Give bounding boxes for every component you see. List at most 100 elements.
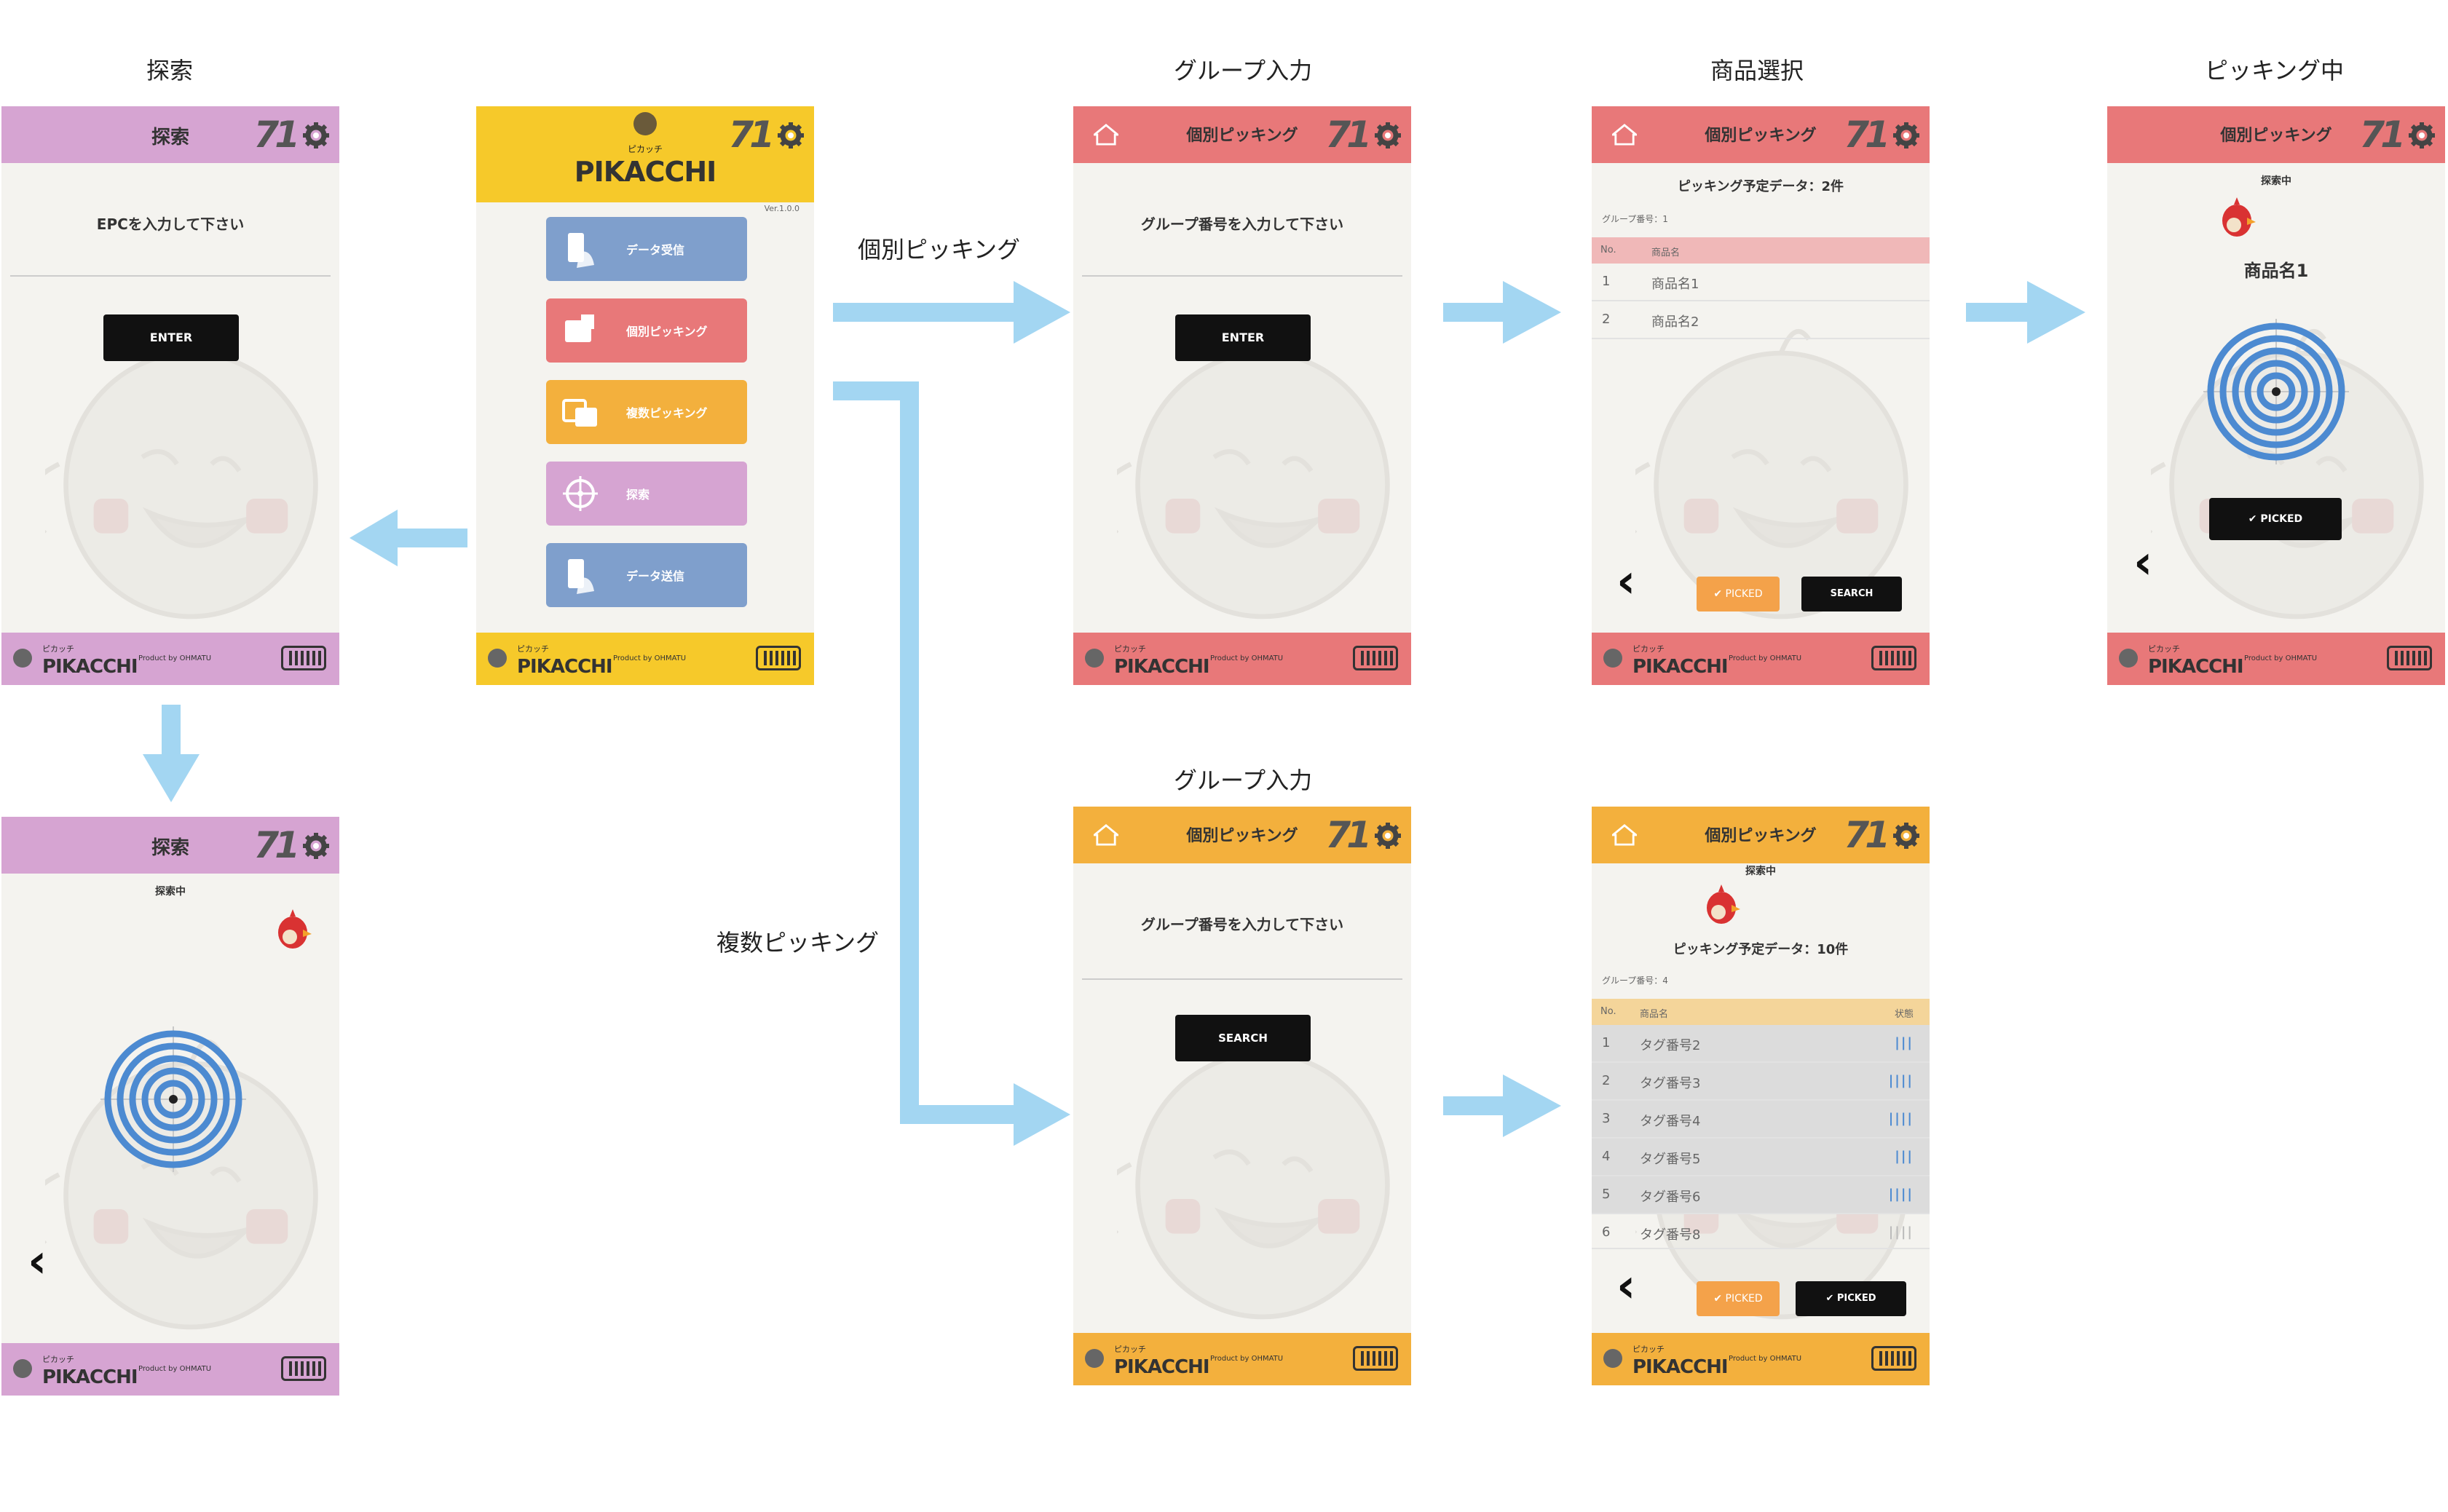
crosshair-icon bbox=[563, 476, 598, 511]
table-row[interactable]: 1 タグ番号2 ||| bbox=[1592, 1025, 1930, 1063]
table-row[interactable]: 3 タグ番号4 |||| bbox=[1592, 1101, 1930, 1139]
back-button[interactable]: ‹ bbox=[2133, 536, 2153, 590]
footer-logo-dot-icon bbox=[488, 649, 507, 668]
picked-button[interactable]: ✔ PICKED bbox=[1796, 1281, 1906, 1316]
header: 個別ピッキング 71 bbox=[2107, 106, 2445, 163]
table-row[interactable]: 2 タグ番号3 |||| bbox=[1592, 1063, 1930, 1101]
table-row[interactable]: 2 商品名2 bbox=[1592, 301, 1930, 339]
logo-71: 71 bbox=[1325, 114, 1372, 156]
signal-bars-icon: |||| bbox=[1888, 1224, 1914, 1240]
row-no: 1 bbox=[1602, 1035, 1611, 1050]
version-label: Ver.1.0.0 bbox=[764, 204, 799, 213]
col-no: No. bbox=[1600, 1006, 1616, 1017]
row-name: 商品名1 bbox=[1651, 277, 1699, 292]
menu-logo-dot-icon bbox=[633, 112, 657, 135]
picked-list-button[interactable]: ✔ PICKED bbox=[1697, 1281, 1780, 1316]
flow-label-individual: 個別ピッキング bbox=[858, 236, 1021, 264]
row-name: タグ番号5 bbox=[1640, 1152, 1701, 1167]
arrow-product-head bbox=[1503, 281, 1561, 344]
signal-bars-icon: |||| bbox=[1888, 1187, 1914, 1202]
menu-button-individual-picking[interactable]: 個別ピッキング bbox=[546, 298, 747, 363]
logo-71: 71 bbox=[728, 114, 775, 156]
prompt-text: グループ番号を入力して下さい bbox=[1140, 215, 1344, 233]
back-button[interactable]: ‹ bbox=[28, 1235, 47, 1289]
caption-product-select: 商品選択 bbox=[1710, 57, 1804, 84]
screen-menu: ピカッチ PIKACCHI 71 Ver.1.0.0 データ受信 個別ピッキング… bbox=[476, 106, 814, 685]
input-rule[interactable] bbox=[1082, 978, 1402, 980]
table-row[interactable]: 4 タグ番号5 ||| bbox=[1592, 1139, 1930, 1176]
table-header: No. 商品名 bbox=[1592, 237, 1930, 264]
footer-logo-dot-icon bbox=[1603, 1349, 1622, 1368]
col-name: 商品名 bbox=[1640, 1009, 1669, 1020]
logo-71: 71 bbox=[1844, 114, 1890, 156]
footer-logo-dot-icon bbox=[13, 1359, 32, 1378]
input-rule[interactable] bbox=[1082, 275, 1402, 277]
search-button[interactable]: SEARCH bbox=[1175, 1015, 1311, 1061]
menu-button-search[interactable]: 探索 bbox=[546, 462, 747, 526]
gear-icon[interactable] bbox=[2409, 122, 2435, 149]
arrow-multi-list-shaft bbox=[1443, 1096, 1503, 1115]
picked-button[interactable]: ✔ PICKED bbox=[2209, 498, 2342, 540]
table-row[interactable]: 6 タグ番号8 |||| bbox=[1592, 1214, 1930, 1249]
caption-group-input-1: グループ入力 bbox=[1174, 57, 1313, 84]
header-title: 個別ピッキング bbox=[1705, 127, 1817, 145]
header-title: 探索 bbox=[151, 837, 189, 859]
product-table: No. 商品名 1 商品名1 2 商品名2 bbox=[1592, 237, 1930, 339]
gear-icon[interactable] bbox=[1893, 122, 1919, 149]
menu-button-send[interactable]: データ送信 bbox=[546, 543, 747, 607]
header-title: 個別ピッキング bbox=[1186, 127, 1298, 145]
gear-icon[interactable] bbox=[778, 122, 804, 149]
enter-button[interactable]: ENTER bbox=[103, 314, 239, 361]
input-rule[interactable] bbox=[10, 275, 331, 277]
product-name: 商品名1 bbox=[2243, 261, 2309, 281]
bird-icon bbox=[1707, 884, 1740, 924]
table-row[interactable]: 5 タグ番号6 |||| bbox=[1592, 1176, 1930, 1214]
caption-group-input-2: グループ入力 bbox=[1174, 767, 1313, 794]
back-button[interactable]: ‹ bbox=[1616, 1259, 1636, 1313]
search-button[interactable]: SEARCH bbox=[1801, 577, 1902, 611]
menu-header: ピカッチ PIKACCHI 71 bbox=[476, 106, 814, 202]
picked-list-button[interactable]: ✔ PICKED bbox=[1697, 577, 1780, 611]
enter-button[interactable]: ENTER bbox=[1175, 314, 1311, 361]
gear-icon[interactable] bbox=[303, 122, 329, 149]
signal-bars-icon: |||| bbox=[1888, 1073, 1914, 1088]
table-row[interactable]: 1 商品名1 bbox=[1592, 264, 1930, 301]
flow-label-multiple: 複数ピッキング bbox=[716, 929, 880, 957]
col-no: No. bbox=[1600, 245, 1616, 256]
gear-icon[interactable] bbox=[1893, 823, 1919, 849]
header-title: 個別ピッキング bbox=[2220, 127, 2332, 145]
header: 探索 71 bbox=[1, 106, 339, 163]
menu-button-receive[interactable]: データ受信 bbox=[546, 217, 747, 281]
gear-icon[interactable] bbox=[1375, 823, 1401, 849]
gear-icon[interactable] bbox=[303, 833, 329, 859]
header: 探索 71 bbox=[1, 817, 339, 874]
footer-logo-dot-icon bbox=[13, 649, 32, 668]
footer-logo-dot-icon bbox=[1085, 649, 1104, 668]
row-no: 1 bbox=[1602, 274, 1611, 289]
footer-logo-dot-icon bbox=[2119, 649, 2138, 668]
row-no: 6 bbox=[1602, 1224, 1611, 1240]
searching-status: 探索中 bbox=[1745, 866, 1776, 877]
gear-icon[interactable] bbox=[1375, 122, 1401, 149]
multi-table: No. 商品名 状態 1 タグ番号2 ||| 2 タグ番号3 |||| 3 タグ… bbox=[1592, 999, 1930, 1249]
signal-bars-icon: ||| bbox=[1895, 1035, 1914, 1050]
prompt-text: EPCを入力して下さい bbox=[96, 215, 245, 233]
menu-button-multi-picking[interactable]: 複数ピッキング bbox=[546, 380, 747, 444]
col-state: 状態 bbox=[1894, 1009, 1914, 1020]
caption-picking: ピッキング中 bbox=[2205, 57, 2345, 84]
row-no: 2 bbox=[1602, 312, 1611, 327]
footer-product-by: Product by OHMATU bbox=[2244, 654, 2318, 662]
row-name: 商品名2 bbox=[1651, 314, 1699, 330]
back-button[interactable]: ‹ bbox=[1616, 555, 1636, 609]
